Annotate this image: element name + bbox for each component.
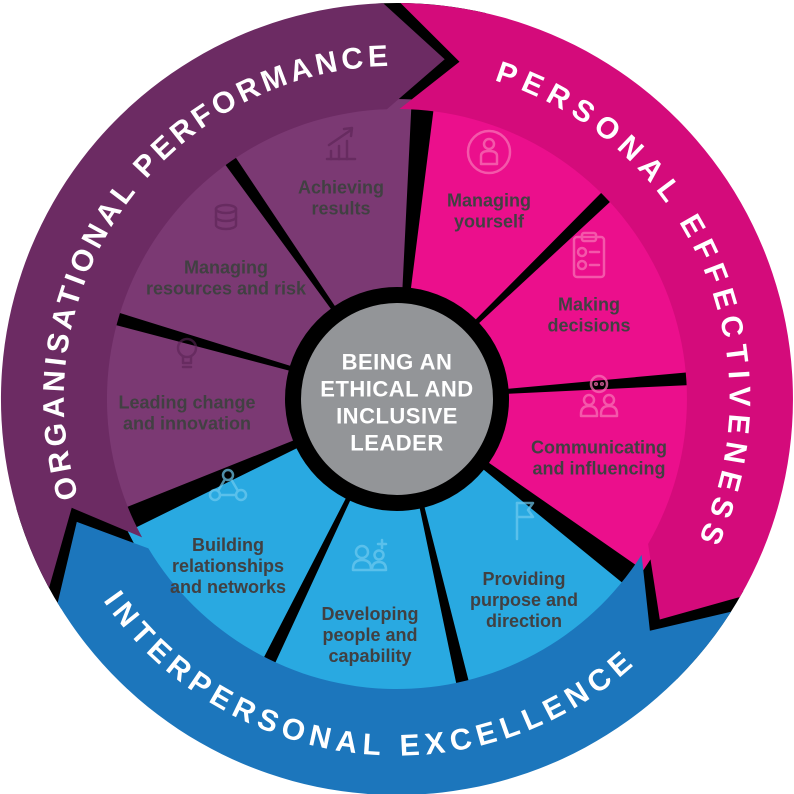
interpersonal-excellence-ring <box>57 521 731 794</box>
communicating-influencing-wedge <box>489 384 698 571</box>
people-plus-icon <box>351 538 388 572</box>
clipboard-icon <box>572 231 606 279</box>
people-chat-icon <box>579 374 619 418</box>
organisational-performance-ring <box>0 3 445 588</box>
achieving-results-wedge <box>230 99 412 306</box>
lightbulb-icon <box>176 337 198 369</box>
outer-rings <box>0 3 793 794</box>
developing-people-wedge <box>271 500 459 700</box>
network-icon <box>208 468 248 502</box>
making-decisions-wedge <box>479 195 696 389</box>
person-in-circle-icon <box>466 129 512 175</box>
chart-growth-icon <box>325 126 357 161</box>
flag-icon <box>515 501 535 541</box>
leading-change-wedge <box>97 322 293 511</box>
inner-wedges <box>97 99 698 700</box>
center-circle <box>301 303 493 495</box>
personal-effectiveness-ring <box>399 3 793 620</box>
building-relationships-wedge <box>127 448 346 666</box>
coins-icon <box>214 203 238 231</box>
